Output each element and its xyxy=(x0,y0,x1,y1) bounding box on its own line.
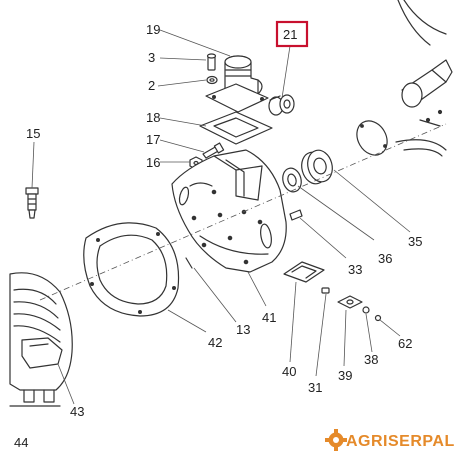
coupling-part-top-right xyxy=(395,0,453,157)
callout-3: 3 xyxy=(148,50,155,65)
callout-41: 41 xyxy=(262,310,276,325)
callout-31: 31 xyxy=(308,380,322,395)
flange-plate xyxy=(205,83,269,113)
washer-part-2 xyxy=(206,75,218,85)
callout-36: 36 xyxy=(378,251,392,266)
callout-18: 18 xyxy=(146,110,160,125)
motor-body-part-43 xyxy=(9,272,73,407)
bolt-part-3 xyxy=(206,53,217,71)
callout-38: 38 xyxy=(364,352,378,367)
callout-33: 33 xyxy=(348,262,362,277)
callout-42: 42 xyxy=(208,335,222,350)
seal-ring-part-36 xyxy=(282,167,302,193)
brand-name: AGRISERPAL xyxy=(346,433,455,450)
gasket-ring-right xyxy=(356,120,388,156)
highlight-box-21 xyxy=(275,20,309,48)
callout-39: 39 xyxy=(338,368,352,383)
pump-housing-part-41 xyxy=(171,149,287,273)
valve-plug-part-15 xyxy=(25,187,39,219)
brand-logo: AGRISERPAL xyxy=(325,429,455,451)
bushing-part-21 xyxy=(268,94,295,116)
pin-part-13 xyxy=(185,257,193,269)
callout-35: 35 xyxy=(408,234,422,249)
cover-plate-part-40 xyxy=(283,261,325,283)
callout-16: 16 xyxy=(146,155,160,170)
screw-part-17 xyxy=(202,142,225,159)
callout-15: 15 xyxy=(26,126,40,141)
callout-21: 21 xyxy=(283,27,297,42)
bearing-part-35 xyxy=(301,149,333,185)
screw-part-62 xyxy=(374,314,382,322)
callout-2: 2 xyxy=(148,78,155,93)
screw-part-31 xyxy=(321,287,330,294)
gasket-part-18 xyxy=(199,111,273,145)
callout-40: 40 xyxy=(282,364,296,379)
callout-19: 19 xyxy=(146,22,160,37)
center-axis xyxy=(39,123,447,301)
leader-lines xyxy=(31,29,411,405)
callout-43: 43 xyxy=(70,404,84,419)
callout-13: 13 xyxy=(236,322,250,337)
callout-17: 17 xyxy=(146,132,160,147)
plate-part-39 xyxy=(337,295,363,309)
gasket-plate-part-42 xyxy=(83,222,180,317)
screw-part-38 xyxy=(362,306,370,314)
gear-logo-icon xyxy=(325,429,347,451)
callout-62: 62 xyxy=(398,336,412,351)
callout-44: 44 xyxy=(14,435,28,450)
screw-part-33 xyxy=(289,209,303,221)
